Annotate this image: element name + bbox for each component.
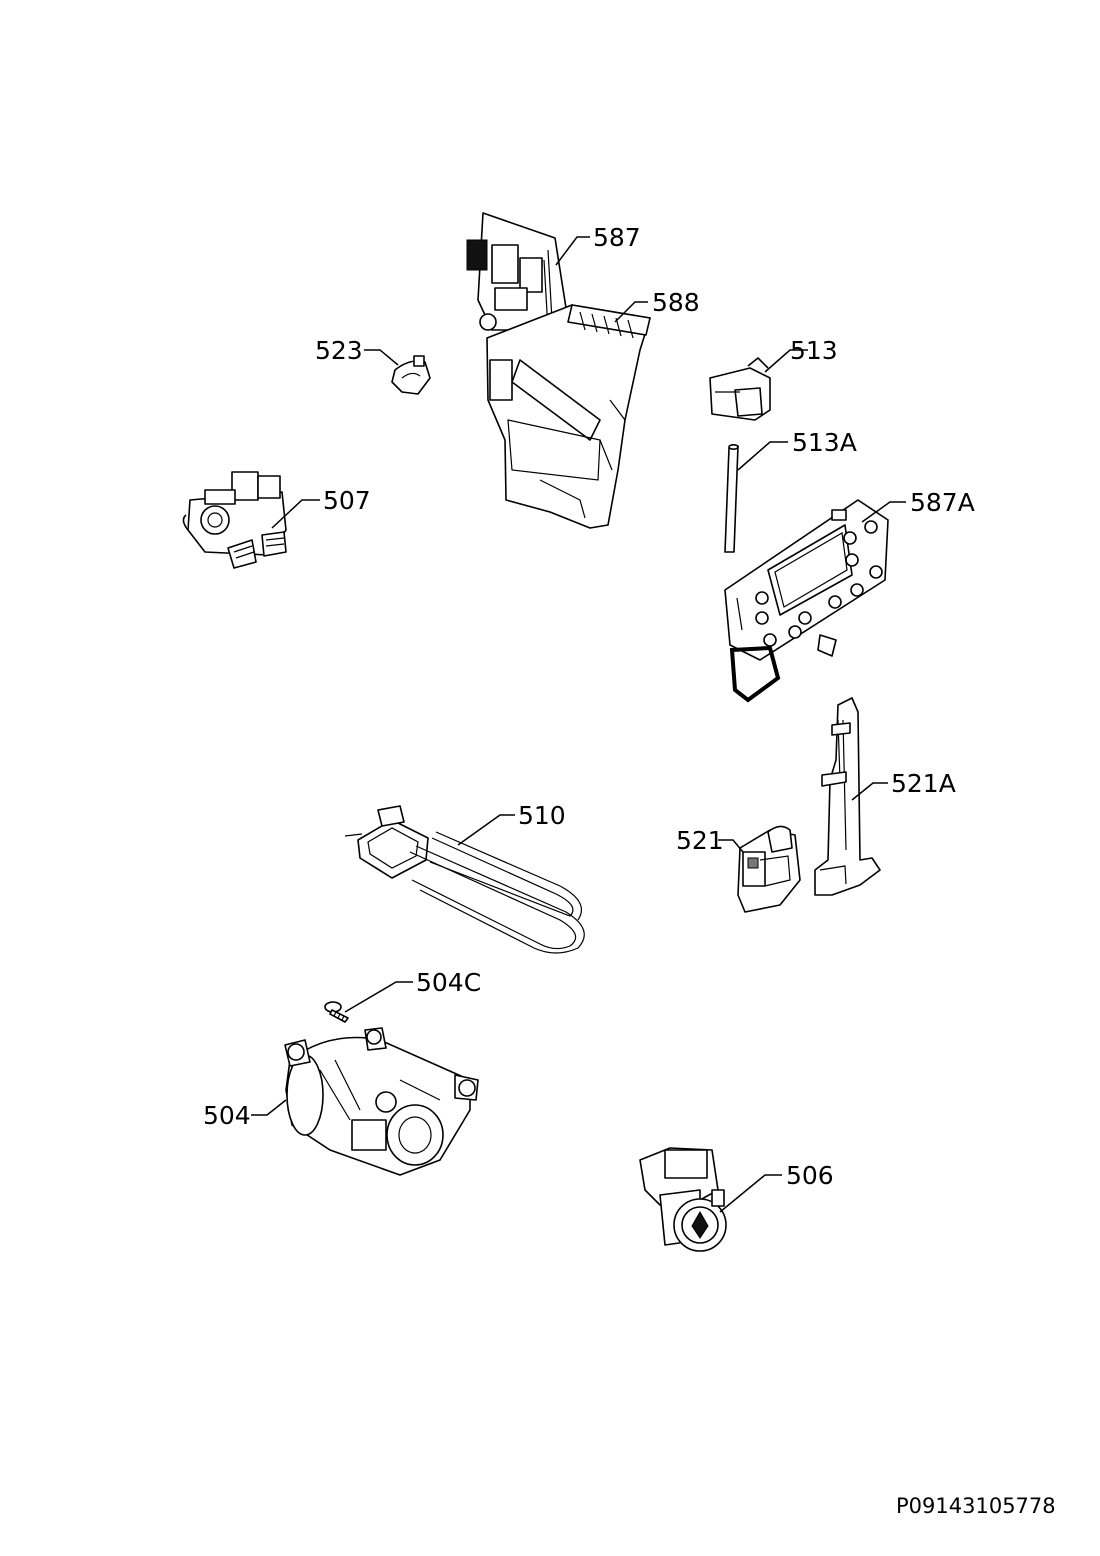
leader-513A [737, 441, 788, 471]
callout-507: 507 [323, 486, 371, 515]
part-510-heating-element [344, 805, 585, 954]
leader-587 [555, 236, 590, 266]
leader-521 [718, 839, 744, 853]
part-587-main-control-board [466, 212, 573, 361]
callout-510: 510 [518, 801, 566, 830]
document-reference-number: P09143105778 [896, 1494, 1056, 1518]
part-506-drain-pump [639, 1147, 727, 1252]
callout-504C: 504C [416, 968, 481, 997]
callout-587: 587 [593, 223, 641, 252]
leader-507 [271, 499, 320, 529]
leader-504C [344, 981, 413, 1013]
leader-lines [251, 236, 906, 1213]
part-513A-light-pipe-rod [724, 443, 739, 553]
leader-510 [457, 814, 515, 846]
part-521-door-lock [737, 825, 801, 913]
callout-521A: 521A [891, 769, 956, 798]
leader-523 [364, 349, 399, 366]
leader-521A [851, 782, 888, 801]
part-588-board-housing [486, 304, 651, 529]
part-523-clip [391, 355, 431, 395]
callout-513: 513 [790, 336, 838, 365]
callout-523: 523 [315, 336, 363, 365]
callout-labels: 587 588 523 513 513A 507 587A 521A 510 5… [203, 223, 975, 1190]
part-587A-user-interface-board [724, 499, 889, 703]
callout-513A: 513A [792, 428, 857, 457]
callout-504: 504 [203, 1101, 251, 1130]
leader-506 [719, 1174, 782, 1213]
part-513-connector [709, 357, 771, 421]
leader-588 [614, 301, 648, 323]
part-504-motor [284, 1027, 479, 1176]
callout-588: 588 [652, 288, 700, 317]
callout-506: 506 [786, 1161, 834, 1190]
part-504C-screw [324, 1001, 349, 1023]
part-521A-bracket [814, 697, 881, 896]
leader-587A [861, 501, 906, 523]
leader-504 [251, 1099, 287, 1116]
part-507-inlet-valve [182, 471, 287, 569]
callout-521: 521 [676, 826, 724, 855]
leader-513 [764, 349, 808, 373]
callout-587A: 587A [910, 488, 975, 517]
